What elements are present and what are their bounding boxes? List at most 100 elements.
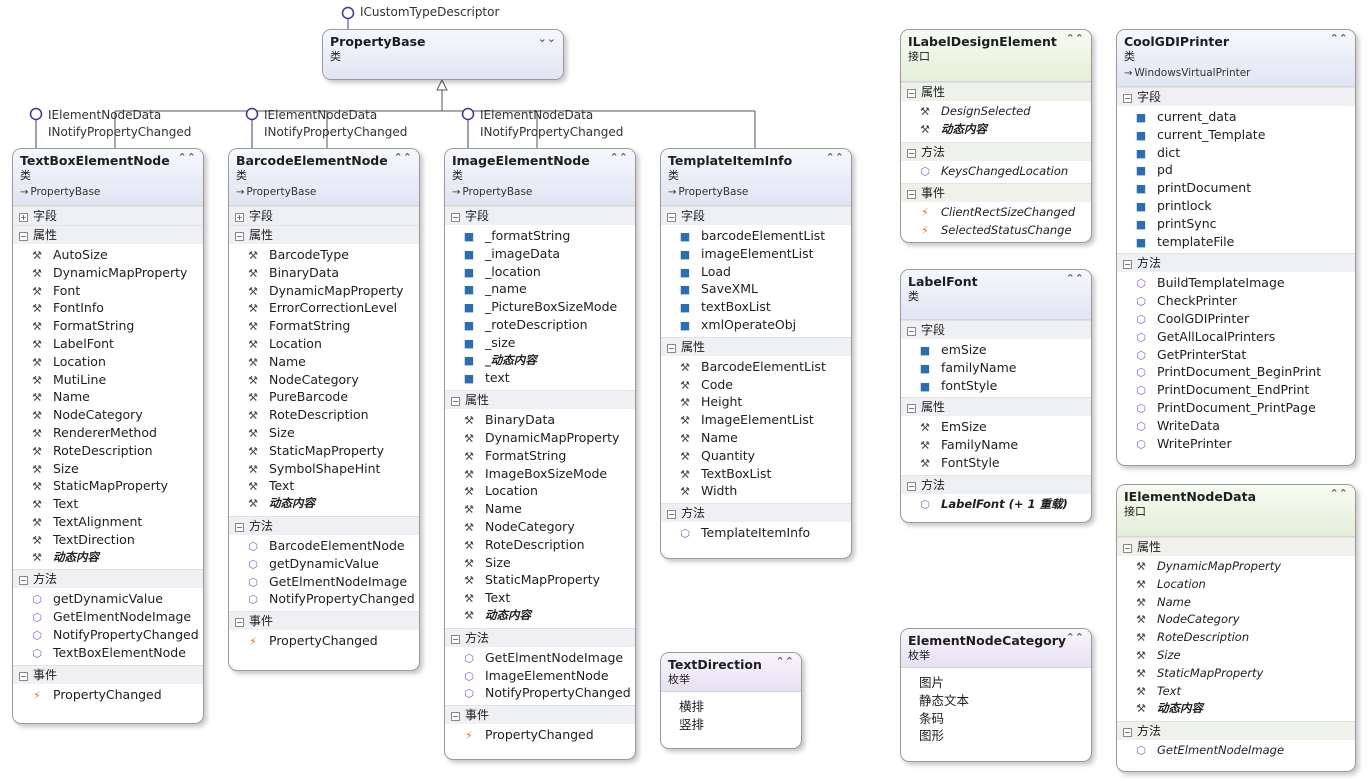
- member-item[interactable]: ⚡SelectedStatusChange: [901, 222, 1091, 240]
- collapse-icon[interactable]: −: [1123, 94, 1132, 103]
- section-properties[interactable]: −属性: [901, 397, 1091, 417]
- member-item[interactable]: ⬡NotifyPropertyChanged: [13, 626, 203, 644]
- propertybase-class-box[interactable]: PropertyBase 类 ⌄⌄: [322, 29, 564, 80]
- collapse-icon[interactable]: −: [907, 481, 916, 491]
- member-item[interactable]: ⚒FormatString: [13, 317, 203, 335]
- member-item[interactable]: ⚒DynamicMapProperty: [1117, 558, 1355, 576]
- member-item[interactable]: ⚒ErrorCorrectionLevel: [229, 299, 419, 317]
- member-item[interactable]: ⚒RendererMethod: [13, 424, 203, 442]
- member-item[interactable]: ⬡LabelFont (+ 1 重载): [901, 496, 1091, 514]
- member-item[interactable]: ⚒Name: [1117, 594, 1355, 612]
- member-item[interactable]: ⬡KeysChangedLocation: [901, 163, 1091, 181]
- member-item[interactable]: ⬡WriteData: [1117, 417, 1355, 435]
- section-methods[interactable]: −方法: [901, 141, 1091, 161]
- chevron-up-icon[interactable]: ⌃⌃: [1065, 272, 1084, 285]
- templateiteminfo-class-box[interactable]: TemplateItemInfo 类 →PropertyBase ⌃⌃ −字段 …: [660, 148, 852, 559]
- collapse-icon[interactable]: −: [907, 327, 916, 336]
- member-item[interactable]: ■SaveXML: [661, 280, 851, 298]
- collapse-icon[interactable]: −: [235, 232, 244, 241]
- enum-value[interactable]: 横排: [675, 698, 801, 716]
- member-item[interactable]: ⚒Location: [13, 353, 203, 371]
- member-item[interactable]: ⚒TextBoxList: [661, 465, 851, 483]
- member-item[interactable]: ⬡TemplateItemInfo: [661, 524, 851, 542]
- member-item[interactable]: ⬡WritePrinter: [1117, 435, 1355, 453]
- member-item[interactable]: ⚒DynamicMapProperty: [13, 264, 203, 282]
- section-fields[interactable]: −字段: [661, 206, 851, 225]
- member-item[interactable]: ■_size: [445, 334, 635, 352]
- chevron-up-icon[interactable]: ⌃⌃: [825, 151, 844, 164]
- member-item[interactable]: ⚒NodeCategory: [229, 371, 419, 389]
- member-item[interactable]: ⚒LabelFont: [13, 335, 203, 353]
- barcodeelementnode-class-box[interactable]: BarcodeElementNode 类 →PropertyBase ⌃⌃ +字…: [228, 148, 420, 671]
- member-item[interactable]: ⚒Name: [229, 353, 419, 371]
- section-methods[interactable]: −方法: [1117, 721, 1355, 741]
- member-item[interactable]: ⚒动态内容: [1117, 700, 1355, 718]
- member-item[interactable]: ■printSync: [1117, 215, 1355, 233]
- member-item[interactable]: ⚒NodeCategory: [1117, 611, 1355, 629]
- member-item[interactable]: ⚒StaticMapProperty: [229, 442, 419, 460]
- section-properties[interactable]: −属性: [445, 390, 635, 410]
- member-item[interactable]: ⚒Text: [445, 589, 635, 607]
- section-methods[interactable]: −方法: [1117, 253, 1355, 273]
- member-item[interactable]: ⬡GetPrinterStat: [1117, 346, 1355, 364]
- collapse-icon[interactable]: −: [1123, 544, 1132, 553]
- member-item[interactable]: ⚒FamilyName: [901, 436, 1091, 454]
- collapse-icon[interactable]: −: [19, 671, 28, 681]
- member-item[interactable]: ■familyName: [901, 359, 1091, 377]
- member-item[interactable]: ⚒EmSize: [901, 418, 1091, 436]
- member-item[interactable]: ■printDocument: [1117, 179, 1355, 197]
- member-item[interactable]: ⚒Text: [13, 495, 203, 513]
- member-item[interactable]: ⚒Name: [661, 429, 851, 447]
- member-item[interactable]: ■fontStyle: [901, 377, 1091, 395]
- member-item[interactable]: ⚒StaticMapProperty: [445, 571, 635, 589]
- member-item[interactable]: ⚒TextAlignment: [13, 513, 203, 531]
- member-item[interactable]: ⚒MutiLine: [13, 371, 203, 389]
- ielementnodedata-interface-box[interactable]: IElementNodeData 接口 ⌃⌃ −属性 ⚒DynamicMapPr…: [1116, 484, 1356, 772]
- member-item[interactable]: ⬡getDynamicValue: [13, 590, 203, 608]
- member-item[interactable]: ■_动态内容: [445, 352, 635, 370]
- member-item[interactable]: ⚒Size: [1117, 647, 1355, 665]
- member-item[interactable]: ⚒PureBarcode: [229, 388, 419, 406]
- section-events[interactable]: −事件: [445, 705, 635, 725]
- chevron-up-icon[interactable]: ⌃⌃: [1065, 631, 1084, 644]
- member-item[interactable]: ⚒Width: [661, 482, 851, 500]
- chevron-up-icon[interactable]: ⌃⌃: [1065, 32, 1084, 45]
- collapse-icon[interactable]: −: [235, 522, 244, 532]
- member-item[interactable]: ⚒动态内容: [13, 549, 203, 567]
- collapse-icon[interactable]: −: [667, 213, 676, 222]
- member-item[interactable]: ⚒动态内容: [229, 495, 419, 513]
- member-item[interactable]: ⬡GetElmentNodeImage: [445, 649, 635, 667]
- member-item[interactable]: ⚒Name: [13, 388, 203, 406]
- member-item[interactable]: ■xmlOperateObj: [661, 316, 851, 334]
- member-item[interactable]: ⚒Size: [13, 460, 203, 478]
- collapse-icon[interactable]: −: [19, 576, 28, 586]
- collapse-icon[interactable]: −: [907, 89, 916, 98]
- member-item[interactable]: ⚒Text: [1117, 683, 1355, 701]
- member-item[interactable]: ⚡ClientRectSizeChanged: [901, 204, 1091, 222]
- member-item[interactable]: ■_name: [445, 280, 635, 298]
- chevron-up-icon[interactable]: ⌃⌃: [393, 151, 412, 164]
- chevron-down-icon[interactable]: ⌄⌄: [537, 32, 556, 45]
- enum-value[interactable]: 条码: [915, 710, 1091, 728]
- member-item[interactable]: ⚒NodeCategory: [445, 518, 635, 536]
- member-item[interactable]: ⬡GetElmentNodeImage: [1117, 742, 1355, 760]
- collapse-icon[interactable]: −: [451, 213, 460, 222]
- section-properties[interactable]: −属性: [661, 336, 851, 356]
- member-item[interactable]: ⚒Size: [229, 424, 419, 442]
- member-item[interactable]: ⚡PropertyChanged: [445, 726, 635, 744]
- textboxelementnode-class-box[interactable]: TextBoxElementNode 类 →PropertyBase ⌃⌃ +字…: [12, 148, 204, 724]
- member-item[interactable]: ⚒DesignSelected: [901, 103, 1091, 121]
- member-item[interactable]: ⚒BarcodeElementList: [661, 358, 851, 376]
- elementnodecategory-enum-box[interactable]: ElementNodeCategory 枚举 ⌃⌃ 图片静态文本条码图形: [900, 628, 1092, 762]
- section-methods[interactable]: −方法: [661, 503, 851, 523]
- member-item[interactable]: ⬡GetElmentNodeImage: [229, 573, 419, 591]
- section-fields[interactable]: +字段: [13, 206, 203, 225]
- member-item[interactable]: ⬡CoolGDIPrinter: [1117, 310, 1355, 328]
- member-item[interactable]: ⚒DynamicMapProperty: [445, 429, 635, 447]
- member-item[interactable]: ⚒DynamicMapProperty: [229, 282, 419, 300]
- enum-value[interactable]: 图形: [915, 727, 1091, 745]
- section-properties[interactable]: −属性: [1117, 537, 1355, 556]
- member-item[interactable]: ■templateFile: [1117, 233, 1355, 251]
- member-item[interactable]: ⬡PrintDocument_PrintPage: [1117, 399, 1355, 417]
- member-item[interactable]: ⬡BarcodeElementNode: [229, 537, 419, 555]
